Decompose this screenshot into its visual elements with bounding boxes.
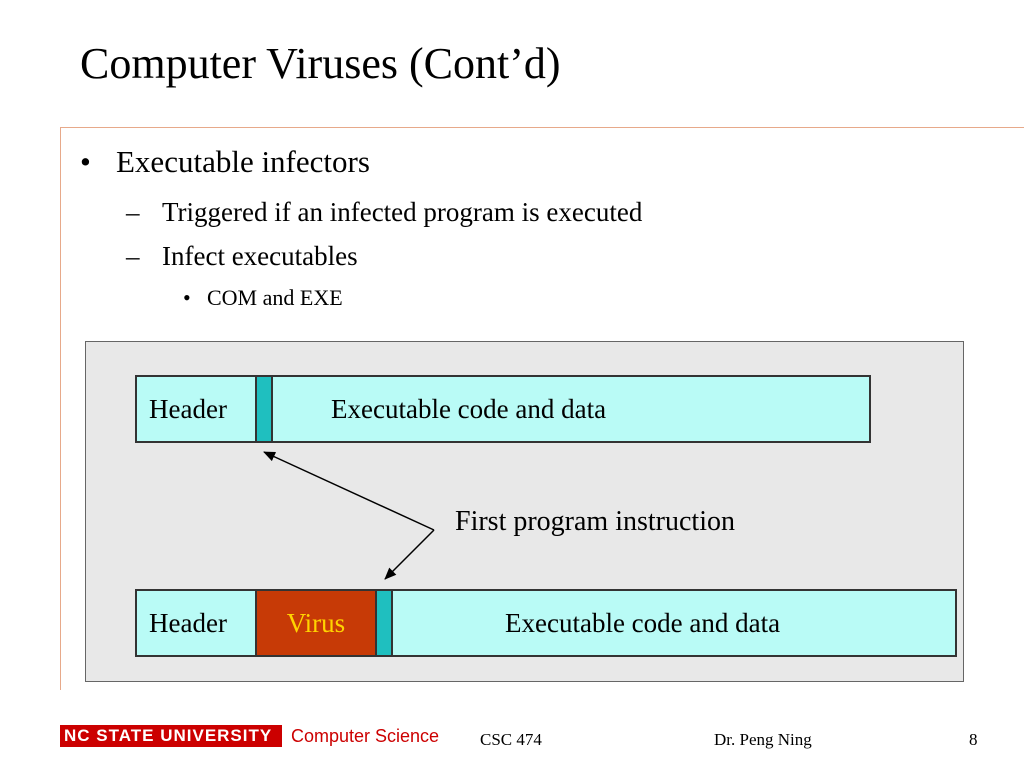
bullet-text: Executable infectors	[116, 144, 370, 179]
virus-segment: Virus	[255, 591, 375, 655]
sub-sub-bullet-marker: •	[183, 285, 191, 310]
annotation-label: First program instruction	[455, 506, 735, 537]
arrow-to-new-entry	[384, 529, 435, 580]
page-number: 8	[969, 730, 978, 749]
sub-bullet-marker: –	[126, 241, 140, 271]
header-segment-label: Header	[149, 393, 227, 424]
sub-sub-bullet: • COM and EXE	[183, 287, 343, 309]
bullet-marker: •	[80, 144, 91, 179]
infected-executable-bar: Header Virus Executable code and data	[135, 589, 957, 657]
sub-sub-bullet-text: COM and EXE	[207, 285, 343, 310]
sub-bullet-marker: –	[126, 197, 140, 227]
vertical-divider	[60, 127, 61, 690]
sub-bullet: –Triggered if an infected program is exe…	[126, 199, 642, 226]
first-instruction-marker	[255, 377, 273, 441]
header-segment-label: Header	[149, 607, 227, 638]
sub-bullet-text: Triggered if an infected program is exec…	[162, 197, 643, 227]
clean-executable-bar: Header Executable code and data	[135, 375, 871, 443]
bullet-level1: • Executable infectors	[80, 146, 370, 177]
department-label: Computer Science	[291, 726, 440, 746]
code-segment-label: Executable code and data	[505, 607, 781, 638]
sub-bullet-text: Infect executables	[162, 241, 358, 271]
arrow-to-original-entry	[263, 451, 435, 531]
ncsu-logo: NC STATE UNIVERSITY	[60, 725, 283, 747]
course-label: CSC 474	[480, 730, 542, 749]
code-segment-label: Executable code and data	[331, 393, 607, 424]
slide-title: Computer Viruses (Cont’d)	[80, 39, 561, 88]
virus-segment-label: Virus	[286, 607, 346, 638]
sub-bullet: –Infect executables	[126, 243, 358, 270]
horizontal-divider	[60, 127, 1024, 128]
first-instruction-marker	[375, 591, 393, 655]
author-label: Dr. Peng Ning	[714, 730, 812, 749]
